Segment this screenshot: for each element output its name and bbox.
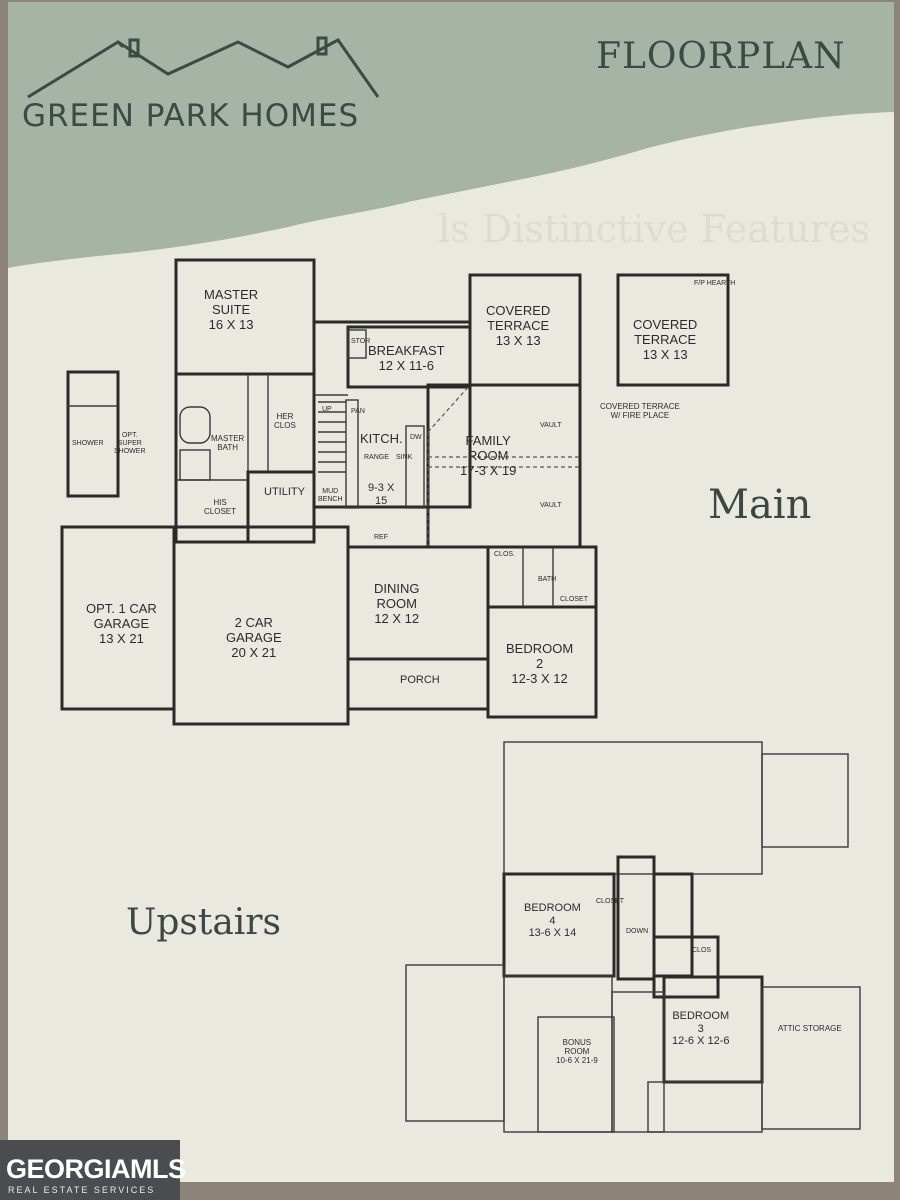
upstairs-heading: Upstairs [126,902,281,943]
stairs-up-label: UP [322,406,332,413]
stair-treads [318,401,346,473]
vault-label: VAULT [540,422,562,429]
attic-storage-label: ATTIC STORAGE [778,1024,842,1033]
vault-label-2: VAULT [540,502,562,509]
chimney-icon [128,38,140,58]
dishwasher-label: DW [410,434,422,441]
kitchen-label: KITCH. [360,431,403,446]
floor-plan-drawing [60,258,861,1133]
header-banner [8,2,894,268]
stor-label: STOR [351,338,371,345]
porch-label: PORCH [400,674,440,686]
page-title: FLOORPLAN [596,36,846,77]
range-label: RANGE [364,454,389,461]
upstairs-closet-label: CLOSET [596,898,625,905]
sink-label: SINK [396,454,413,461]
logo-text: GEORGIAMLS [6,1154,186,1184]
fireplace-label: F/P HEARTH [694,280,736,287]
upstairs-walls [405,741,861,1133]
georgia-mls-logo: GEORGIAMLS REAL ESTATE SERVICES [0,1140,186,1200]
closet-label: CLOSET [560,596,589,603]
fridge-label: REF [374,534,388,541]
utility-label: UTILITY [264,486,305,498]
house-roof-icon [27,38,380,99]
upstairs-clos-label: CLOS [692,947,712,954]
floorplan-sheet: GREEN PARK HOMES FLOORPLAN ls Distinctiv… [8,2,894,1182]
brand-name: GREEN PARK HOMES [22,98,360,134]
bath-closet-label: CLOS. [494,551,516,558]
pantry-label: PAN [351,408,365,415]
logo-subtext: REAL ESTATE SERVICES [8,1185,156,1195]
bath-label: BATH [538,576,557,583]
main-floor-walls [60,258,730,726]
shower-label: SHOWER [72,440,104,447]
banner-shape [8,2,894,268]
main-floor-heading: Main [708,482,812,528]
stairs-down-label: DOWN [626,928,649,935]
ghost-text: ls Distinctive Features [438,207,870,251]
chimney-icon-2 [316,36,328,56]
